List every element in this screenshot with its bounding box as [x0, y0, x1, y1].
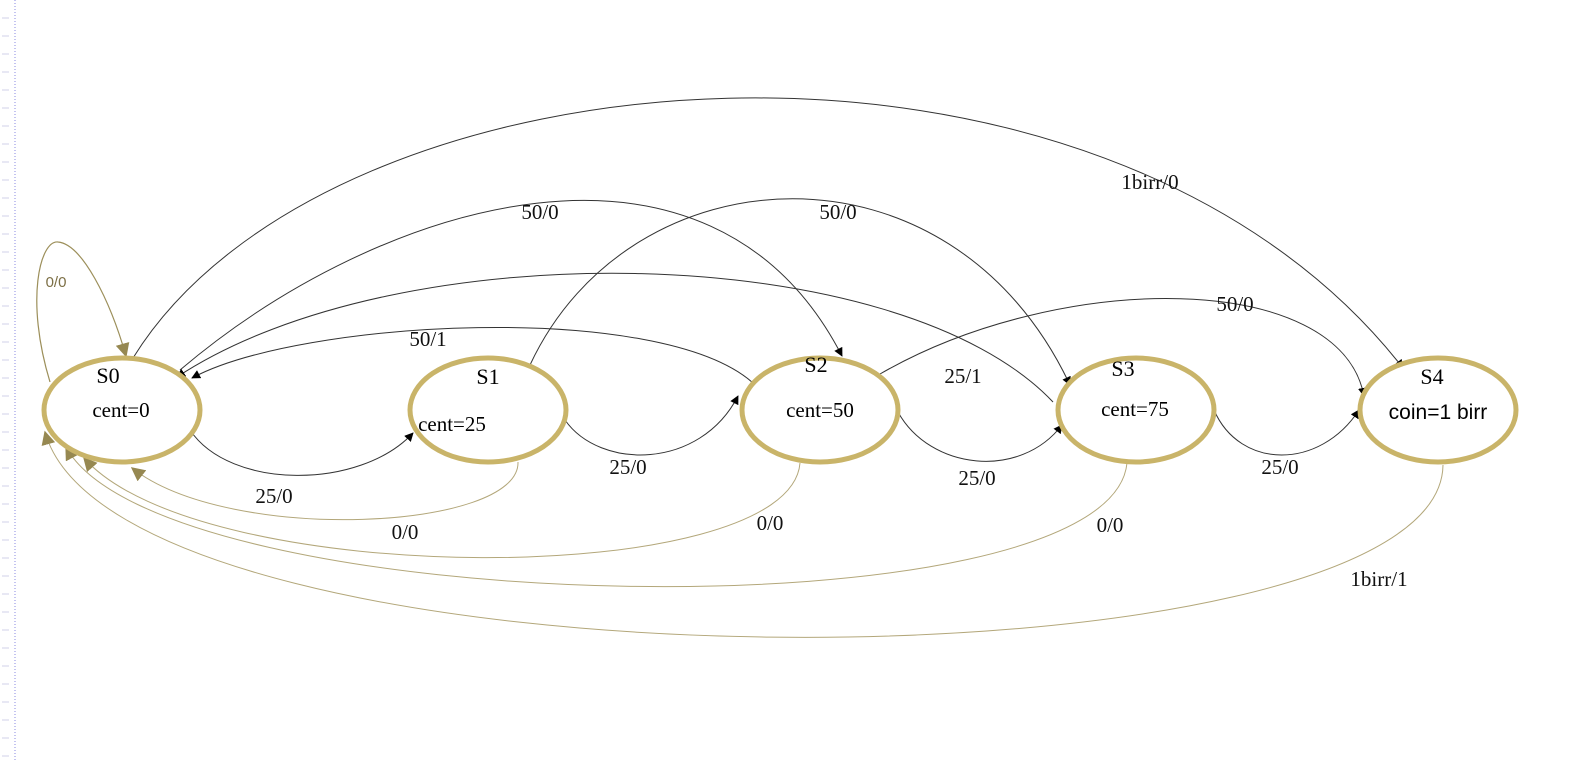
edge-s3-s0 [65, 445, 1128, 588]
label-s3-s4: 25/0 [1261, 455, 1298, 479]
edge-s0-s4 [132, 97, 1404, 369]
state-s4-value: coin=1 birr [1389, 401, 1488, 424]
state-s1-value: cent=25 [418, 412, 486, 436]
state-s2-value: cent=50 [786, 398, 854, 422]
label-s0-self: 0/0 [46, 274, 67, 291]
state-s1-node[interactable] [407, 355, 569, 465]
label-s1-s3: 50/0 [819, 200, 856, 224]
state-s1[interactable]: S1 cent=25 [407, 355, 569, 465]
label-s3-s0: 25/1 [944, 364, 981, 388]
edge-s3-s4 [1213, 409, 1360, 456]
state-s0[interactable]: S0 cent=0 [41, 355, 203, 465]
state-s3-value: cent=75 [1101, 397, 1169, 421]
edge-s0-s2 [179, 199, 843, 371]
edge-s2-s0-back [191, 326, 754, 384]
label-s2-s4: 50/0 [1216, 292, 1253, 316]
label-s2-s0-return: 0/0 [757, 511, 784, 535]
edge-s2-s4 [879, 298, 1367, 397]
editor-gutter [2, 0, 16, 761]
state-s3[interactable]: S3 cent=75 [1055, 355, 1217, 465]
label-s0-s4: 1birr/0 [1121, 170, 1178, 194]
edge-s1-s2 [564, 395, 739, 456]
state-s2[interactable]: S2 cent=50 [739, 352, 901, 465]
edge-s3-s0-back [176, 272, 1054, 403]
state-s4[interactable]: S4 coin=1 birr [1357, 355, 1519, 465]
edge-s2-s0 [83, 456, 801, 559]
edge-s2-s3 [897, 411, 1063, 462]
edge-s4-s0 [41, 430, 1444, 638]
edge-s1-s0 [130, 461, 519, 521]
label-s1-s2: 25/0 [609, 455, 646, 479]
transition-labels: 0/0 25/0 25/0 25/0 25/0 50/0 50/0 50/0 5… [46, 170, 1408, 591]
state-s4-name: S4 [1420, 364, 1443, 389]
label-s2-s3: 25/0 [958, 466, 995, 490]
state-s0-value: cent=0 [92, 398, 149, 422]
label-s3-s0-return: 0/0 [1097, 513, 1124, 537]
state-s2-node[interactable] [739, 355, 901, 465]
state-s0-node[interactable] [41, 355, 203, 465]
label-s0-s1: 25/0 [255, 484, 292, 508]
state-s3-name: S3 [1111, 356, 1134, 381]
label-s0-s2: 50/0 [521, 200, 558, 224]
state-s3-node[interactable] [1055, 355, 1217, 465]
state-s0-name: S0 [96, 363, 119, 388]
forward-edges [132, 97, 1404, 476]
edge-s0-s1 [189, 429, 414, 476]
edge-s1-s3 [529, 198, 1071, 386]
label-s4-s0-return: 1birr/1 [1350, 567, 1407, 591]
state-s4-node[interactable] [1357, 355, 1519, 465]
label-s2-s0: 50/1 [409, 327, 446, 351]
state-s2-name: S2 [804, 352, 827, 377]
edge-s0-self [36, 241, 130, 383]
return-edges [36, 241, 1444, 638]
state-s1-name: S1 [476, 364, 499, 389]
label-s1-s0-return: 0/0 [392, 520, 419, 544]
